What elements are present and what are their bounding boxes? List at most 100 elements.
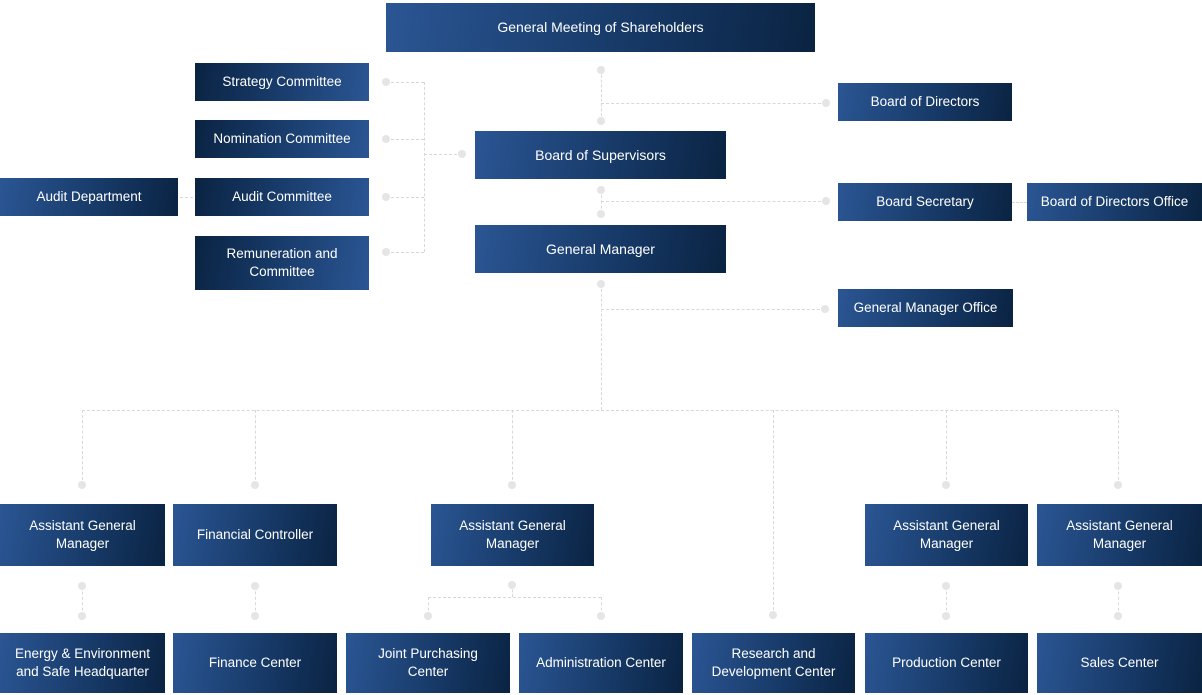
org-node-assistant-general-manager-1: Assistant General Manager: [0, 504, 165, 566]
connector-dot: [458, 150, 466, 158]
org-node-remuneration-committee: Remuneration and Committee: [195, 236, 369, 290]
org-node-sales-center: Sales Center: [1037, 633, 1202, 693]
org-node-label: Energy & Environment and Safe Headquarte…: [14, 646, 151, 679]
org-node-research-development-center: Research and Development Center: [692, 633, 855, 693]
org-node-general-manager: General Manager: [475, 225, 726, 273]
connector-line: [424, 154, 462, 155]
connector-dot: [769, 611, 777, 619]
connector-line: [512, 410, 513, 485]
org-node-production-center: Production Center: [865, 633, 1028, 693]
org-node-label: Nomination Committee: [213, 131, 351, 147]
connector-dot: [822, 197, 830, 205]
connector-dot: [508, 481, 516, 489]
org-node-label: Audit Department: [36, 189, 142, 205]
org-node-nomination-committee: Nomination Committee: [195, 120, 369, 158]
connector-dot: [251, 612, 259, 620]
connector-line: [601, 201, 826, 202]
org-node-financial-controller: Financial Controller: [173, 504, 337, 566]
connector-line: [424, 82, 425, 252]
connector-dot: [382, 78, 390, 86]
connector-line: [512, 585, 513, 597]
org-node-label: Research and Development Center: [711, 646, 836, 679]
connector-dot: [251, 582, 259, 590]
org-node-label: Strategy Committee: [222, 74, 342, 90]
connector-dot: [821, 305, 829, 313]
org-node-label: Board of Directors Office: [1040, 194, 1189, 210]
org-node-board-of-supervisors: Board of Supervisors: [475, 131, 726, 179]
connector-dot: [1114, 582, 1122, 590]
org-node-label: Board Secretary: [876, 194, 974, 210]
org-node-audit-committee: Audit Committee: [195, 178, 369, 216]
org-node-label: Board of Directors: [870, 94, 980, 110]
connector-dot: [597, 66, 605, 74]
org-node-board-of-directors: Board of Directors: [838, 83, 1012, 121]
org-node-label: Assistant General Manager: [459, 518, 566, 551]
connector-line: [255, 586, 256, 616]
org-node-audit-department: Audit Department: [0, 178, 178, 216]
connector-dot: [597, 612, 605, 620]
org-node-label: Sales Center: [1080, 655, 1159, 671]
connector-line: [601, 103, 826, 104]
org-node-assistant-general-manager-3: Assistant General Manager: [865, 504, 1028, 566]
connector-line: [386, 82, 424, 83]
connector-line: [601, 190, 602, 214]
connector-dot: [597, 186, 605, 194]
connector-dot: [382, 248, 390, 256]
org-node-board-secretary: Board Secretary: [838, 183, 1012, 221]
connector-dot: [78, 481, 86, 489]
connector-dot: [78, 582, 86, 590]
connector-dot: [597, 210, 605, 218]
connector-line: [1012, 202, 1027, 203]
connector-line: [601, 309, 825, 310]
connector-dot: [822, 99, 830, 107]
org-node-label: Audit Committee: [232, 189, 332, 205]
connector-line: [180, 197, 193, 198]
connector-line: [773, 410, 774, 615]
org-node-assistant-general-manager-2: Assistant General Manager: [431, 504, 594, 566]
connector-line: [1118, 410, 1119, 485]
org-node-energy-environment-safe-headquarter: Energy & Environment and Safe Headquarte…: [0, 633, 165, 693]
connector-line: [82, 410, 1118, 411]
org-node-strategy-committee: Strategy Committee: [195, 63, 369, 101]
connector-line: [386, 252, 424, 253]
connector-dot: [251, 481, 259, 489]
connector-line: [255, 410, 256, 485]
org-node-assistant-general-manager-4: Assistant General Manager: [1037, 504, 1202, 566]
org-node-administration-center: Administration Center: [519, 633, 683, 693]
connector-line: [386, 139, 424, 140]
org-node-label: Joint Purchasing Center: [378, 646, 478, 679]
connector-dot: [382, 135, 390, 143]
connector-dot: [597, 117, 605, 125]
org-node-label: Assistant General Manager: [29, 518, 136, 551]
connector-dot: [942, 582, 950, 590]
connector-line: [82, 410, 83, 485]
org-node-general-meeting-of-shareholders: General Meeting of Shareholders: [386, 3, 815, 52]
connector-dot: [597, 280, 605, 288]
connector-line: [428, 597, 601, 598]
connector-dot: [1114, 481, 1122, 489]
org-node-general-manager-office: General Manager Office: [838, 289, 1013, 327]
connector-line: [601, 70, 602, 121]
org-node-label: General Manager: [546, 240, 655, 257]
org-node-label: Assistant General Manager: [1066, 518, 1173, 551]
connector-dot: [78, 612, 86, 620]
org-node-label: Finance Center: [208, 655, 302, 671]
connector-line: [1118, 586, 1119, 616]
org-node-joint-purchasing-center: Joint Purchasing Center: [346, 633, 510, 693]
connector-line: [946, 410, 947, 485]
connector-dot: [942, 612, 950, 620]
org-node-finance-center: Finance Center: [173, 633, 337, 693]
connector-dot: [382, 193, 390, 201]
connector-line: [601, 284, 602, 410]
org-node-label: General Meeting of Shareholders: [497, 19, 704, 36]
connector-dot: [1114, 612, 1122, 620]
org-node-label: General Manager Office: [853, 300, 998, 316]
org-node-label: Assistant General Manager: [893, 518, 1000, 551]
org-node-board-of-directors-office: Board of Directors Office: [1027, 183, 1202, 221]
org-node-label: Production Center: [892, 655, 1001, 671]
org-node-label: Administration Center: [536, 655, 666, 671]
org-node-label: Remuneration and Committee: [226, 246, 338, 279]
connector-dot: [508, 581, 516, 589]
connector-line: [601, 597, 602, 616]
